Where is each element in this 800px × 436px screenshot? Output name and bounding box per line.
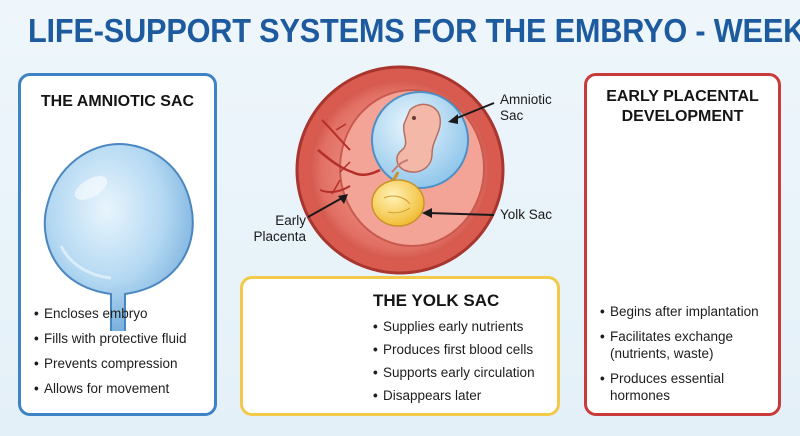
amniotic-sac-heading: THE AMNIOTIC SAC: [40, 93, 195, 110]
amniotic-sac-panel: THE AMNIOTIC SAC •Encloses embryo •Fills…: [18, 73, 217, 416]
yolk-bullet: •Supports early circulation: [373, 365, 535, 380]
page-title: LIFE-SUPPORT SYSTEMS FOR THE EMBRYO - WE…: [28, 12, 800, 49]
yolk-sac-callout: Yolk Sac: [500, 207, 553, 222]
yolk-bullet: •Disappears later: [373, 388, 482, 403]
amniotic-sac-illustration: [43, 142, 194, 331]
yolk-sac-heading: THE YOLK SAC: [373, 291, 500, 310]
yolk-bullet: •Supplies early nutrients: [373, 319, 524, 334]
yolk-sac-panel: THE YOLK SAC •Supplies early nutrients •…: [240, 276, 560, 416]
yolk-bullet: •Produces first blood cells: [373, 342, 534, 357]
amniotic-bullet: •Fills with protective fluid: [34, 331, 187, 346]
placental-development-panel: EARLY PLACENTAL DEVELOPMENT •Begins afte…: [584, 73, 781, 416]
placental-bullet: •Produces essential hormones: [600, 371, 725, 403]
placental-bullet: •Facilitates exchange (nutrients, waste): [600, 329, 734, 361]
early-placenta-callout: Early Placenta: [253, 213, 306, 244]
placental-heading: EARLY PLACENTAL DEVELOPMENT: [606, 88, 759, 125]
amniotic-bullet: •Encloses embryo: [34, 306, 148, 321]
amniotic-bullet: •Allows for movement: [34, 381, 170, 396]
amniotic-sac-callout: Amniotic Sac: [500, 92, 552, 123]
placental-bullet: •Begins after implantation: [600, 304, 759, 319]
amniotic-bullet: •Prevents compression: [34, 356, 178, 371]
